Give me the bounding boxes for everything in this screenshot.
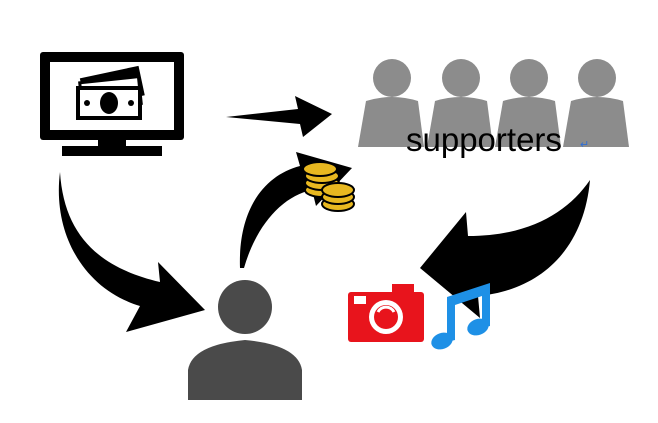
coins-icon: [302, 161, 355, 212]
arrow-tv-to-supporters: [226, 96, 332, 137]
arrow-tv-to-creator: [58, 172, 205, 332]
people-group-icon: [358, 59, 629, 147]
tv-money-icon: [40, 52, 184, 156]
person-icon: [188, 280, 302, 400]
supporters-label: supporters: [406, 121, 562, 158]
camera-icon: [348, 284, 424, 342]
arrow-supporters-to-media: [420, 180, 590, 318]
music-note-icon: [431, 283, 490, 350]
return-mark: ↵: [580, 139, 590, 151]
